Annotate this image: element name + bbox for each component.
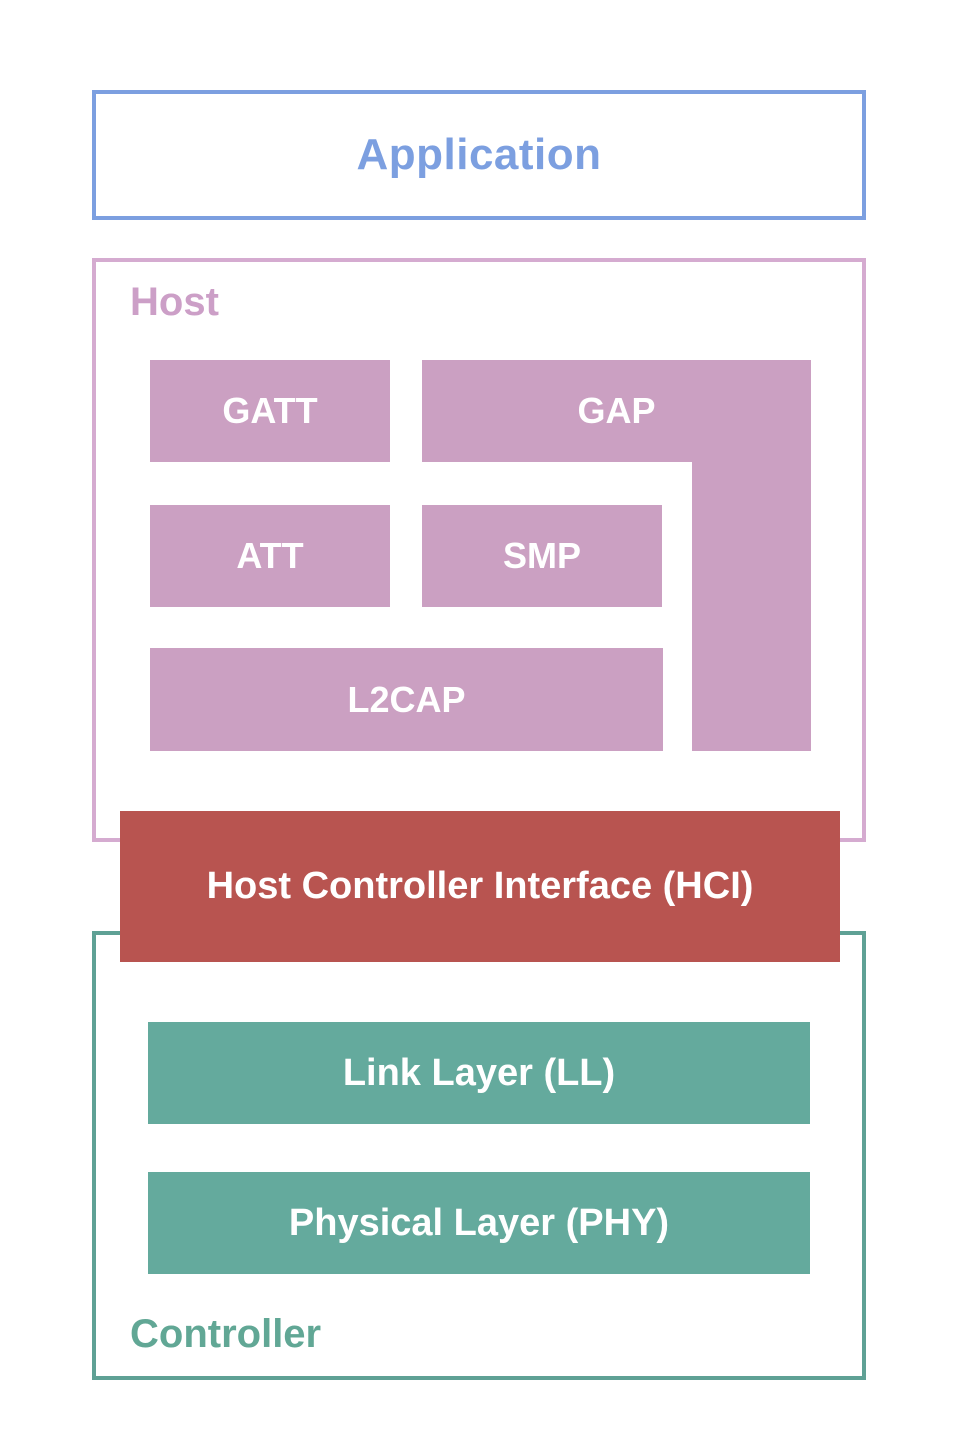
controller-label: Controller: [130, 1312, 322, 1356]
application-label: Application: [356, 130, 602, 179]
block-att: ATT: [150, 505, 390, 607]
hci-bar: Host Controller Interface (HCI): [120, 811, 840, 962]
l2cap-label: L2CAP: [347, 678, 466, 720]
block-link-layer: Link Layer (LL): [148, 1022, 810, 1124]
block-smp: SMP: [422, 505, 662, 607]
gap-label: GAP: [577, 390, 656, 431]
block-physical-layer: Physical Layer (PHY): [148, 1172, 810, 1274]
host-label: Host: [130, 280, 219, 324]
controller-box: [92, 931, 866, 1380]
link-layer-label: Link Layer (LL): [342, 1051, 616, 1094]
application-box: Application: [92, 90, 866, 220]
block-gap-extension: [692, 461, 811, 751]
smp-label: SMP: [502, 535, 581, 576]
hci-label: Host Controller Interface (HCI): [206, 865, 754, 907]
block-gatt: GATT: [150, 360, 390, 462]
physical-layer-label: Physical Layer (PHY): [288, 1201, 670, 1244]
att-label: ATT: [236, 535, 304, 576]
block-l2cap: L2CAP: [150, 648, 663, 751]
gatt-label: GATT: [222, 390, 318, 431]
block-gap: GAP: [422, 360, 811, 462]
